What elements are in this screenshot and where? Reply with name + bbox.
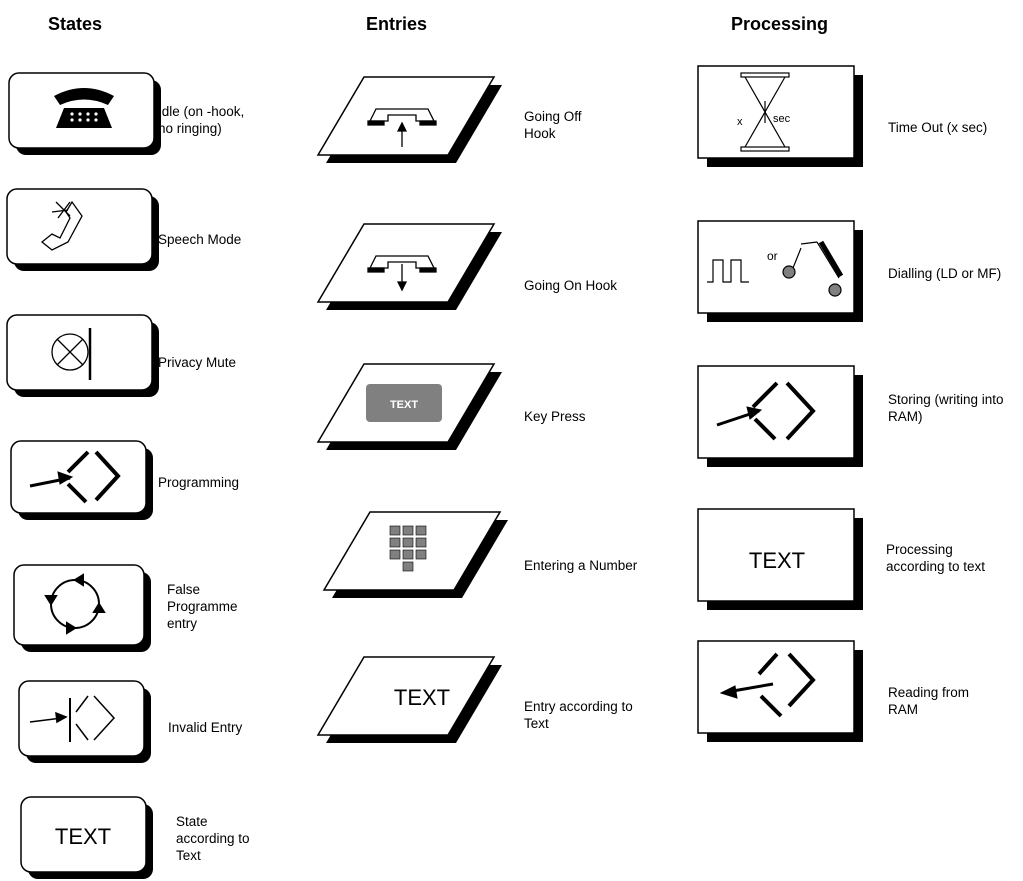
false-programme-state-symbol xyxy=(13,564,151,652)
hourglass-icon xyxy=(740,72,790,152)
telephone-icon xyxy=(54,88,114,128)
entry-label-number: Entering a Number xyxy=(524,558,638,573)
entry-label-text: Entry according to Text xyxy=(524,699,633,731)
state-label-idle: Idle (on -hook, no ringing) xyxy=(158,104,245,136)
storing-process-symbol xyxy=(697,365,863,467)
key-press-box-text: TEXT xyxy=(390,399,418,411)
entry-box-text: TEXT xyxy=(394,685,450,710)
process-label-dialling: Dialling (LD or MF) xyxy=(888,266,1002,281)
process-label-storing: Storing (writing into RAM) xyxy=(888,392,1004,424)
mute-icon xyxy=(51,328,92,380)
reading-process-symbol xyxy=(697,640,863,742)
read-arrow-icon xyxy=(719,652,816,718)
state-label-speech: Speech Mode xyxy=(158,232,242,247)
key-press-entry-symbol: TEXT xyxy=(316,363,502,450)
process-box-text: TEXT xyxy=(749,548,805,573)
privacy-mute-state-symbol xyxy=(6,314,159,397)
handset-speech-icon xyxy=(40,200,83,251)
idle-state-symbol xyxy=(8,72,161,155)
dialling-process-symbol: or xyxy=(697,220,863,322)
process-label-text: Processing according to text xyxy=(886,542,986,574)
state-label-programming: Programming xyxy=(158,475,240,490)
handset-up-icon xyxy=(367,108,437,147)
entry-label-on-hook: Going On Hook xyxy=(524,278,618,293)
speech-mode-state-symbol xyxy=(6,188,159,271)
text-entry-symbol: TEXT xyxy=(316,656,502,743)
states-header: States xyxy=(48,14,103,34)
hourglass-left-text: x xyxy=(737,116,743,128)
state-box-text: TEXT xyxy=(55,824,111,849)
programming-state-symbol xyxy=(10,440,153,520)
keypad-icon xyxy=(389,525,427,572)
state-label-invalid: Invalid Entry xyxy=(168,720,243,735)
processing-header: Processing xyxy=(731,14,829,34)
cycle-arrows-icon xyxy=(44,573,106,635)
entry-label-off-hook: Going Off Hook xyxy=(524,109,582,141)
time-out-process-symbol: x sec xyxy=(697,65,863,167)
text-state-symbol: TEXT xyxy=(20,796,153,879)
hourglass-right-text: sec xyxy=(773,113,791,125)
state-label-privacy: Privacy Mute xyxy=(158,355,237,370)
invalid-entry-icon xyxy=(29,695,116,742)
handset-down-icon xyxy=(367,255,437,292)
state-label-text: State according to Text xyxy=(176,814,250,863)
dialling-or-text: or xyxy=(767,249,778,263)
entries-header: Entries xyxy=(366,14,428,34)
text-process-symbol: TEXT xyxy=(697,508,863,610)
invalid-entry-state-symbol xyxy=(18,680,151,763)
pulse-tone-icon xyxy=(707,240,844,297)
going-on-hook-entry-symbol xyxy=(316,223,502,310)
programming-arrow-icon xyxy=(29,450,121,504)
store-arrow-icon xyxy=(716,381,816,441)
entry-label-key-press: Key Press xyxy=(524,409,586,424)
process-label-reading: Reading from RAM xyxy=(888,685,970,717)
process-label-timeout: Time Out (x sec) xyxy=(888,120,988,135)
state-label-false-programme: False Programme entry xyxy=(167,582,238,631)
entering-number-entry-symbol xyxy=(322,511,508,598)
going-off-hook-entry-symbol xyxy=(316,76,502,163)
